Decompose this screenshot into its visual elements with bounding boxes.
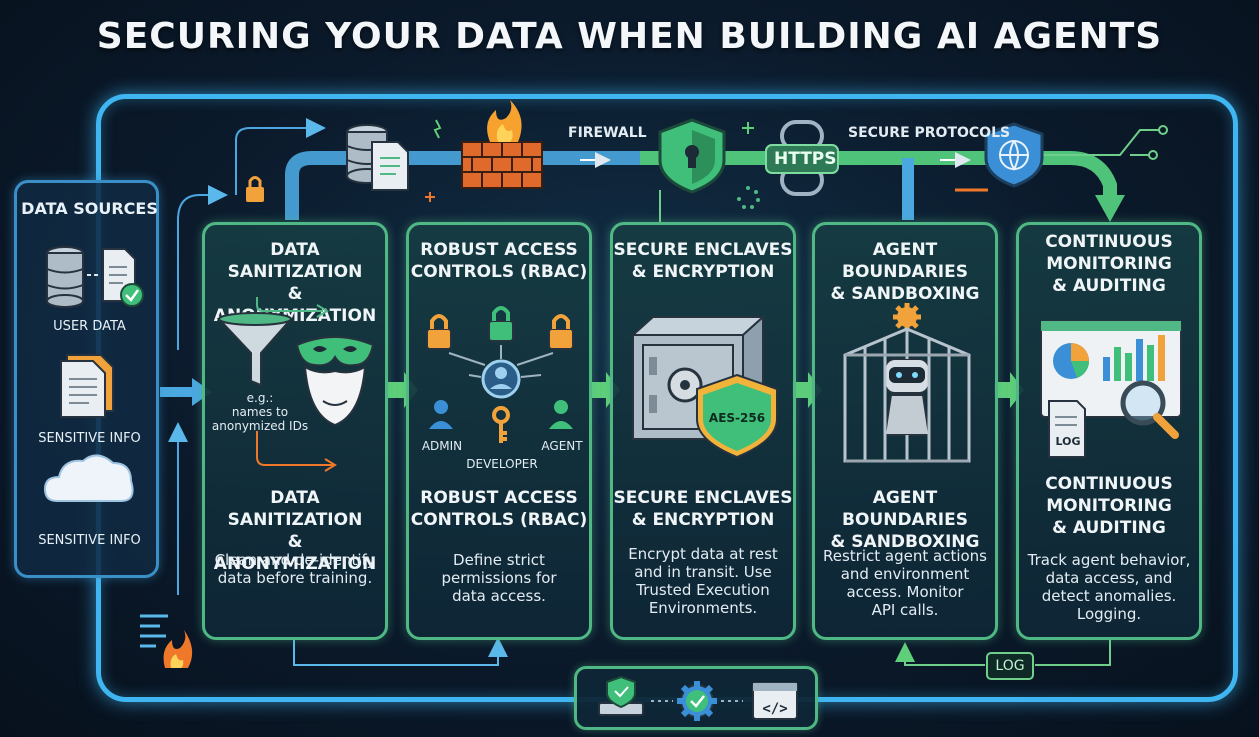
svg-text:</>: </>: [762, 701, 787, 717]
lock-icon: [488, 306, 514, 342]
funnel-icon: [216, 312, 294, 387]
agent-user-icon: [549, 400, 573, 429]
stage-title-top: AGENT BOUNDARIES & SANDBOXING: [830, 240, 980, 304]
role-label: ADMIN: [421, 439, 463, 453]
user-center-icon: [481, 359, 521, 399]
sanitization-example-note: e.g.: names to anonymized IDs: [211, 391, 309, 433]
page-title: SECURING YOUR DATA WHEN BUILDING AI AGEN…: [96, 16, 1163, 57]
stage-title-top: CONTINUOUS MONITORING & AUDITING: [1045, 232, 1173, 296]
flaming-log-icon: [140, 614, 193, 668]
log-document-icon: [1048, 400, 1086, 458]
stage-monitoring-auditing: CONTINUOUS MONITORING & AUDITING LOG CON…: [1016, 222, 1202, 640]
admin-user-icon: [429, 400, 453, 429]
document-icon: [371, 141, 409, 191]
loading-dots-icon: [737, 186, 760, 209]
stage-title-top: ROBUST ACCESS CONTROLS (RBAC): [410, 240, 588, 282]
stage-title-bottom: SECURE ENCLAVES & ENCRYPTION: [613, 488, 793, 530]
data-source-label: USER DATA: [53, 319, 126, 334]
secure-protocols-label: SECURE PROTOCOLS: [848, 125, 1011, 141]
robot-icon: [883, 358, 931, 436]
document-check-icon: [102, 248, 144, 307]
server-shield-icon: [598, 675, 644, 716]
stage-description: Define strict permissions for data acces…: [441, 551, 557, 605]
stage-data-sanitization: DATA SANITIZATION & ANONYMIZATION e.g.: …: [202, 222, 388, 640]
lock-icon: [548, 314, 574, 350]
stage-title-bottom: DATA SANITIZATION & ANONYMIZATION: [213, 488, 377, 574]
gear-icon: [893, 303, 921, 331]
stage-description: Track agent behavior, data access, and d…: [1027, 551, 1191, 623]
stage-description: Encrypt data at rest and in transit. Use…: [628, 545, 778, 617]
lock-icon: [426, 314, 452, 350]
log-badge: LOG: [986, 652, 1034, 680]
magnifier-icon: [1120, 380, 1179, 439]
shield-icon: [696, 373, 778, 459]
stage-agent-sandboxing: AGENT BOUNDARIES & SANDBOXING AGENT BOUN…: [812, 222, 998, 640]
infrastructure-panel: </>: [574, 666, 818, 730]
firewall-icon: [461, 100, 543, 189]
role-label: DEVELOPER: [466, 457, 538, 471]
data-source-label: SENSITIVE INFO: [38, 533, 141, 548]
stage-description: Clean and de-identify data before traini…: [214, 551, 376, 587]
gear-check-icon: [677, 681, 717, 721]
aes-256-label: AES-256: [708, 411, 766, 425]
https-badge: HTTPS: [774, 149, 837, 169]
stage-title-bottom: ROBUST ACCESS CONTROLS (RBAC): [410, 488, 588, 530]
role-label: AGENT: [541, 439, 583, 453]
database-icon: [46, 246, 84, 308]
cloud-icon: [43, 454, 134, 502]
cage-icon: [843, 327, 971, 463]
stage-secure-enclaves: SECURE ENCLAVES & ENCRYPTION AES-256 SEC…: [610, 222, 796, 640]
code-window-icon: </>: [752, 682, 798, 720]
stage-access-controls: ROBUST ACCESS CONTROLS (RBAC): [406, 222, 592, 640]
stage-title-bottom: CONTINUOUS MONITORING & AUDITING: [1045, 474, 1173, 538]
lock-icon: [246, 176, 264, 202]
sparkle-icon: [425, 119, 754, 202]
log-label: LOG: [1055, 435, 1081, 448]
firewall-label: FIREWALL: [568, 125, 647, 141]
stage-description: Restrict agent actions and environment a…: [823, 547, 987, 619]
data-source-label: SENSITIVE INFO: [38, 431, 141, 446]
key-icon: [492, 406, 510, 443]
shield-lock-icon: [658, 118, 726, 194]
data-sources-title: DATA SOURCES: [21, 199, 158, 218]
chain-link-icon: [765, 120, 839, 196]
stage-title-bottom: AGENT BOUNDARIES & SANDBOXING: [830, 488, 980, 552]
document-icon: [60, 354, 114, 418]
dashboard-icon: [1040, 320, 1182, 418]
mask-icon: [295, 336, 375, 427]
globe-shield-icon: [984, 122, 1044, 188]
stage-title-top: SECURE ENCLAVES & ENCRYPTION: [613, 240, 793, 282]
data-sources-panel: DATA SOURCES USER DATA SENSITIVE INFO SE…: [14, 180, 159, 578]
